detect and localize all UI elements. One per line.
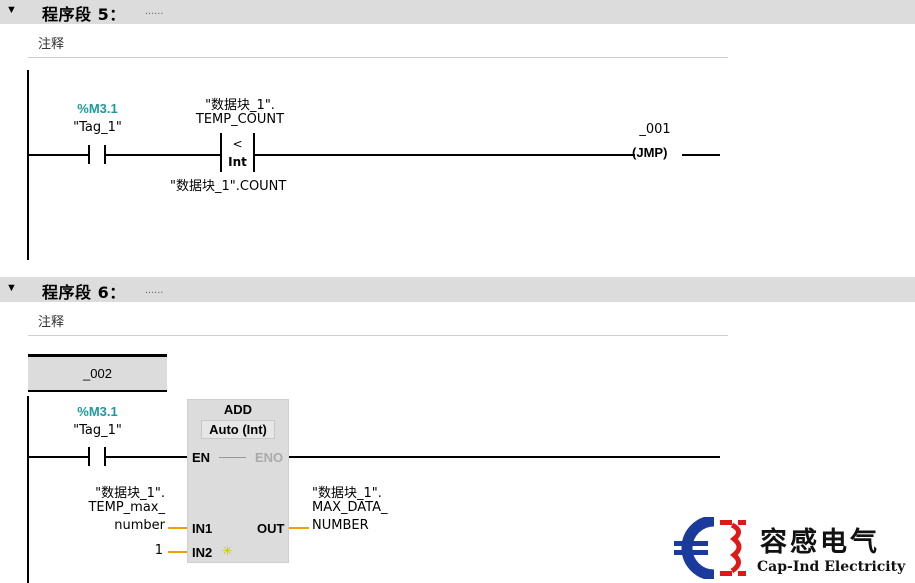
add-pin-out[interactable]: OUT — [257, 521, 285, 536]
add-block-title: ADD — [223, 402, 253, 417]
in1-operand-line2[interactable]: TEMP_max_ — [88, 500, 165, 515]
jump-instruction: JMP — [636, 145, 664, 160]
jump-coil[interactable]: (JMP) — [632, 145, 668, 160]
network-5-comment[interactable]: 注释 — [38, 37, 65, 52]
wire — [28, 154, 88, 156]
network-6-contact-tag[interactable]: "Tag_1" — [73, 423, 122, 438]
network-6-contact-address[interactable]: %M3.1 — [77, 404, 118, 419]
network-5-title: 程序段 5： — [42, 5, 126, 24]
contact-right-bar[interactable] — [104, 447, 106, 466]
in1-operand-line3[interactable]: number — [114, 518, 165, 533]
network-5-contact-tag[interactable]: "Tag_1" — [73, 120, 122, 135]
collapse-arrow-icon[interactable]: ▼ — [6, 282, 17, 294]
network-6-title-dots[interactable]: ...... — [145, 284, 164, 296]
jump-label-box[interactable] — [28, 354, 167, 392]
en-eno-wire — [219, 457, 246, 458]
contact-left-bar[interactable] — [88, 447, 90, 466]
wire — [255, 154, 635, 156]
collapse-arrow-icon[interactable]: ▼ — [6, 4, 17, 16]
wire — [106, 154, 220, 156]
network-6-power-rail — [27, 396, 29, 583]
wire — [682, 154, 720, 156]
network-5-power-rail — [27, 70, 29, 260]
network-6-comment[interactable]: 注释 — [38, 315, 65, 330]
in1-operand-line1[interactable]: "数据块_1". — [95, 486, 165, 501]
jump-label[interactable]: _002 — [83, 366, 112, 381]
add-pin-en[interactable]: EN — [192, 450, 211, 465]
network-6-comment-box[interactable] — [28, 308, 728, 336]
in2-wire — [168, 551, 187, 553]
cap-ind-logo-icon — [674, 517, 746, 579]
add-pin-eno[interactable]: ENO — [255, 450, 284, 465]
compare-right-bar[interactable] — [253, 133, 255, 172]
logo-chinese-name: 容感电气 — [760, 527, 880, 558]
compare-left-bar[interactable] — [220, 133, 222, 172]
contact-right-bar[interactable] — [104, 145, 106, 164]
in2-operand[interactable]: 1 — [154, 543, 163, 558]
in1-wire — [168, 527, 187, 529]
wire — [106, 456, 187, 458]
add-input-icon[interactable]: ✳ — [222, 543, 233, 558]
compare-top-operand-line1[interactable]: "数据块_1". — [205, 98, 275, 113]
add-pin-in1[interactable]: IN1 — [192, 521, 213, 536]
jump-target-label[interactable]: _001 — [639, 122, 671, 137]
out-operand-line2[interactable]: MAX_DATA_ — [312, 500, 388, 515]
contact-left-bar[interactable] — [88, 145, 90, 164]
network-6-title: 程序段 6： — [42, 283, 126, 302]
logo-english-name: Cap-Ind Electricity — [757, 559, 906, 575]
network-6-header[interactable] — [0, 277, 915, 302]
network-5-contact-address[interactable]: %M3.1 — [77, 101, 118, 116]
wire — [28, 456, 88, 458]
out-wire — [289, 527, 309, 529]
network-5-header[interactable] — [0, 0, 915, 24]
out-operand-line3[interactable]: NUMBER — [312, 518, 369, 533]
network-5-comment-box[interactable] — [28, 30, 728, 58]
add-block-type-dropdown[interactable]: Auto (Int) — [201, 420, 275, 439]
network-5-title-dots[interactable]: ...... — [145, 5, 164, 17]
wire — [289, 456, 720, 458]
compare-top-operand-line2[interactable]: TEMP_COUNT — [195, 112, 285, 127]
compare-operator[interactable]: < — [232, 137, 243, 151]
out-operand-line1[interactable]: "数据块_1". — [312, 486, 382, 501]
compare-bottom-operand[interactable]: "数据块_1".COUNT — [170, 179, 287, 194]
compare-type[interactable]: Int — [228, 155, 247, 169]
add-pin-in2[interactable]: IN2 — [192, 545, 213, 560]
